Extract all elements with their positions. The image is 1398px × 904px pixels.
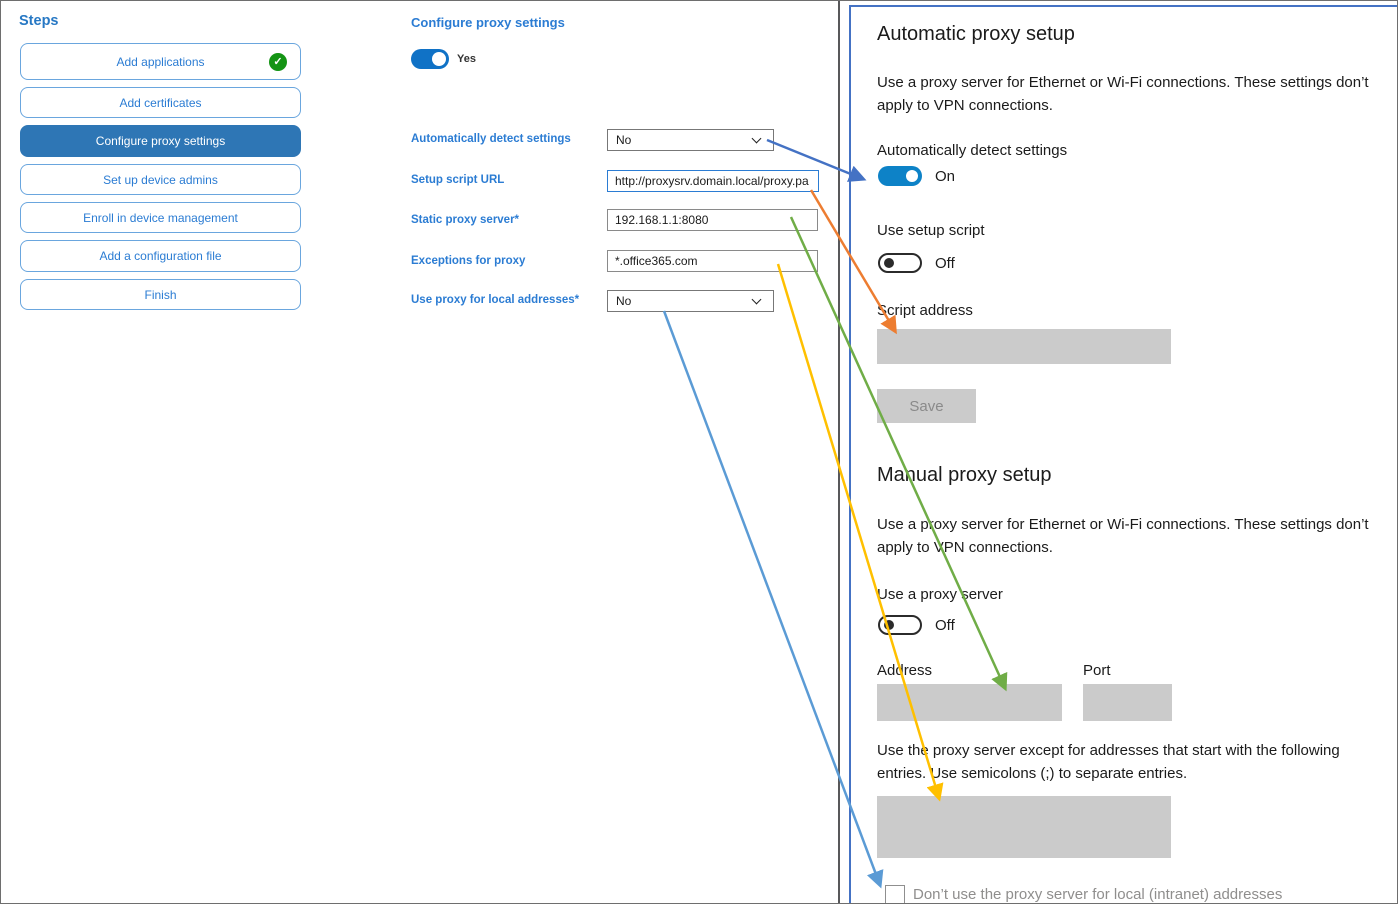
address-input[interactable] bbox=[877, 684, 1062, 721]
automatic-proxy-description: Use a proxy server for Ethernet or Wi-Fi… bbox=[877, 74, 1369, 114]
toggle-knob bbox=[884, 620, 894, 630]
exceptions-description: Use the proxy server except for addresse… bbox=[877, 742, 1340, 782]
use-proxy-local-label: Use proxy for local addresses* bbox=[411, 294, 580, 306]
static-proxy-server-label: Static proxy server* bbox=[411, 214, 520, 226]
auto-detect-toggle[interactable] bbox=[878, 166, 922, 186]
save-button[interactable]: Save bbox=[877, 389, 976, 423]
auto-detect-label: Automatically detect settings bbox=[877, 142, 1068, 159]
step-label: Configure proxy settings bbox=[95, 134, 226, 148]
sidebar-item-add-certificates[interactable]: Add certificates bbox=[20, 87, 301, 118]
configure-proxy-toggle[interactable] bbox=[411, 49, 449, 69]
port-label: Port bbox=[1083, 662, 1111, 679]
use-proxy-server-label: Use a proxy server bbox=[877, 586, 1003, 603]
arrow-local-addresses bbox=[662, 310, 884, 889]
detect-settings-label: Automatically detect settings bbox=[411, 133, 571, 145]
step-label: Add applications bbox=[116, 54, 205, 69]
exceptions-for-proxy-label: Exceptions for proxy bbox=[411, 255, 526, 267]
page-title: Configure proxy settings bbox=[411, 15, 565, 30]
manual-proxy-setup-heading: Manual proxy setup bbox=[877, 464, 1052, 486]
setup-script-url-input[interactable] bbox=[607, 170, 819, 192]
step-label: Enroll in device management bbox=[83, 210, 238, 225]
toggle-knob bbox=[432, 52, 446, 66]
auto-detect-state: On bbox=[935, 168, 956, 185]
use-setup-script-state: Off bbox=[935, 255, 955, 272]
toggle-knob bbox=[906, 170, 918, 182]
completed-check-icon: ✓ bbox=[269, 52, 287, 71]
script-address-label: Script address bbox=[877, 302, 973, 319]
exceptions-for-proxy-input[interactable] bbox=[607, 250, 818, 272]
script-address-input[interactable] bbox=[877, 329, 1171, 364]
selected-value: No bbox=[616, 133, 632, 147]
sidebar-item-add-a-configuration-file[interactable]: Add a configuration file bbox=[20, 240, 301, 272]
automatic-proxy-setup-heading: Automatic proxy setup bbox=[877, 23, 1075, 45]
chevron-down-icon bbox=[751, 133, 762, 144]
chevron-down-icon bbox=[751, 294, 762, 305]
step-label: Set up device admins bbox=[103, 172, 218, 187]
sidebar-item-finish[interactable]: Finish bbox=[20, 279, 301, 310]
use-proxy-local-select[interactable]: No bbox=[607, 290, 774, 312]
step-label: Add a configuration file bbox=[99, 249, 222, 263]
local-addresses-checkbox[interactable] bbox=[885, 885, 905, 903]
step-label: Finish bbox=[144, 287, 177, 302]
manual-proxy-description: Use a proxy server for Ethernet or Wi-Fi… bbox=[877, 516, 1369, 556]
local-addresses-checkbox-label: Don’t use the proxy server for local (in… bbox=[913, 886, 1283, 903]
sidebar-item-enroll-in-device-management[interactable]: Enroll in device management bbox=[20, 202, 301, 233]
detect-settings-select[interactable]: No bbox=[607, 129, 774, 151]
address-label: Address bbox=[877, 662, 933, 679]
steps-list: Add applications ✓ Add certificates Conf… bbox=[20, 43, 301, 310]
sidebar-item-add-applications[interactable]: Add applications ✓ bbox=[20, 43, 301, 80]
sidebar-item-configure-proxy-settings[interactable]: Configure proxy settings bbox=[20, 125, 301, 157]
toggle-knob bbox=[884, 258, 894, 268]
port-input[interactable] bbox=[1083, 684, 1172, 721]
vertical-divider bbox=[838, 1, 840, 903]
use-setup-script-toggle[interactable] bbox=[878, 253, 922, 273]
setup-script-url-label: Setup script URL bbox=[411, 174, 505, 186]
step-label: Add certificates bbox=[119, 95, 202, 110]
configure-proxy-toggle-label: Yes bbox=[457, 53, 476, 65]
static-proxy-server-input[interactable] bbox=[607, 209, 818, 231]
sidebar-item-set-up-device-admins[interactable]: Set up device admins bbox=[20, 164, 301, 195]
use-proxy-server-state: Off bbox=[935, 617, 955, 634]
use-setup-script-label: Use setup script bbox=[877, 222, 985, 239]
exceptions-textarea[interactable] bbox=[877, 796, 1171, 858]
selected-value: No bbox=[616, 294, 632, 308]
steps-title: Steps bbox=[19, 13, 59, 29]
use-proxy-server-toggle[interactable] bbox=[878, 615, 922, 635]
